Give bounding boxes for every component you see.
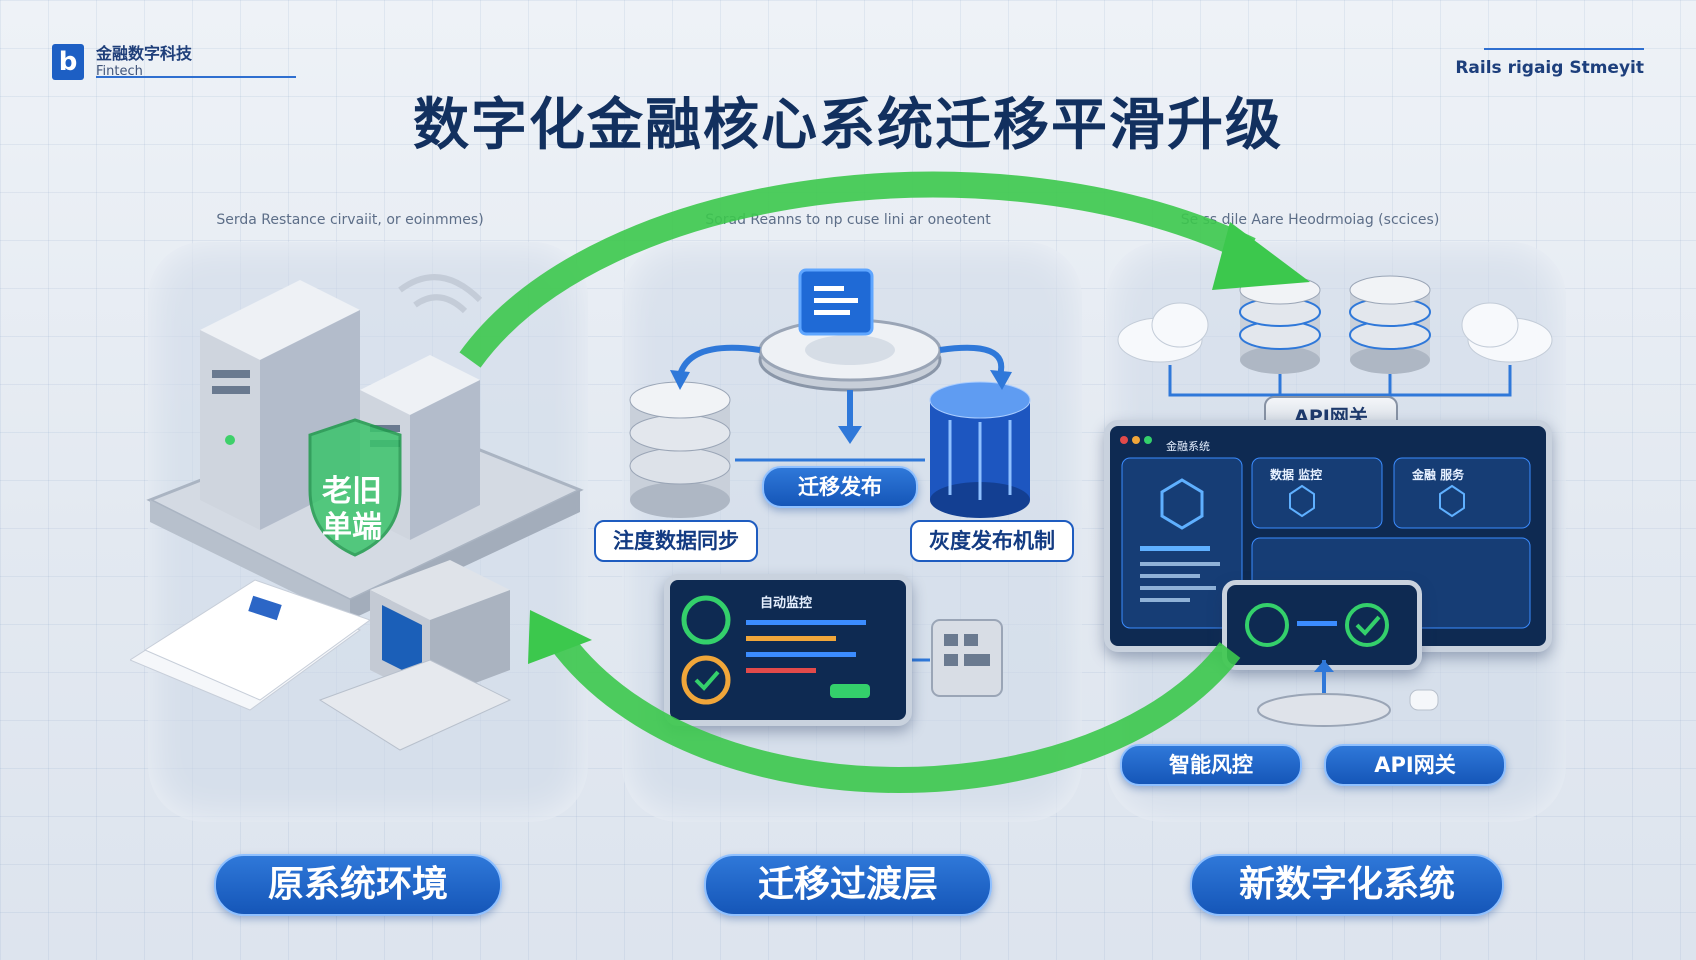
monitor-widgets [1120,436,1531,629]
header-tagline: Rails rigaig Stmeyit [1455,58,1644,78]
company-name: 金融数字科技 [96,44,193,63]
transition-layer-label: 迁移过渡层 [704,854,992,916]
legacy-illustration [130,274,584,751]
company-subname: Fintech [96,64,143,79]
sync-arrow-left-icon [677,344,761,377]
database-cluster-left-icon [1239,275,1321,374]
document-cube-icon [798,268,874,336]
cloud-right-icon [1461,302,1553,363]
retro-computer-icon [318,560,512,751]
monitor-title: 金融系统 [1166,440,1210,453]
monitor-dashboard: 自动监控 [664,574,912,726]
api-gateway-button[interactable]: API网关 [1324,744,1506,786]
card-monitor-title: 数据 监控 [1270,468,1323,482]
card-service-title: 金融 服务 [1412,468,1465,482]
keyboard-icon [318,659,512,751]
grid-module-icon [931,619,1003,697]
header-divider-left [96,76,296,78]
page-title: 数字化金融核心系统迁移平滑升级 [413,93,1283,158]
column-subtitle-legacy: Serda Restance cirvaiit, or eoinmmes) [216,212,484,228]
data-sync-tag: 注度数据同步 [594,520,758,562]
mini-device-screen [1222,580,1422,670]
database-cluster-right-icon [1349,275,1431,374]
gray-release-tag: 灰度发布机制 [910,520,1074,562]
network-connector-lines [1168,365,1512,397]
lock-check-icons [1245,603,1389,647]
legacy-shield-icon [308,418,402,557]
new-system-label: 新数字化系统 [1190,854,1504,916]
paper-documents-icon [130,579,372,711]
column-subtitle-new: Se ss dile Aare Heodrmoiag (sccices) [1180,212,1440,228]
cloud-left-icon [1117,302,1209,363]
device-stand-icon [1257,660,1439,727]
legacy-shield-label: 老旧 单端 [322,474,382,545]
database-blue-icon [929,381,1031,518]
dashboard-title: 自动监控 [760,596,813,611]
legacy-environment-label: 原系统环境 [214,854,502,916]
risk-control-button[interactable]: 智能风控 [1120,744,1302,786]
column-subtitle-transition: Sorad Reanns to np cuse lini ar oneotent [705,212,991,228]
car-icon [1409,689,1439,711]
database-silver-icon [629,381,731,518]
cube-logo-icon [1160,478,1204,530]
migration-release-tag: 迁移发布 [762,466,918,508]
header-divider-right [1484,48,1644,50]
company-logo: b [52,44,84,80]
